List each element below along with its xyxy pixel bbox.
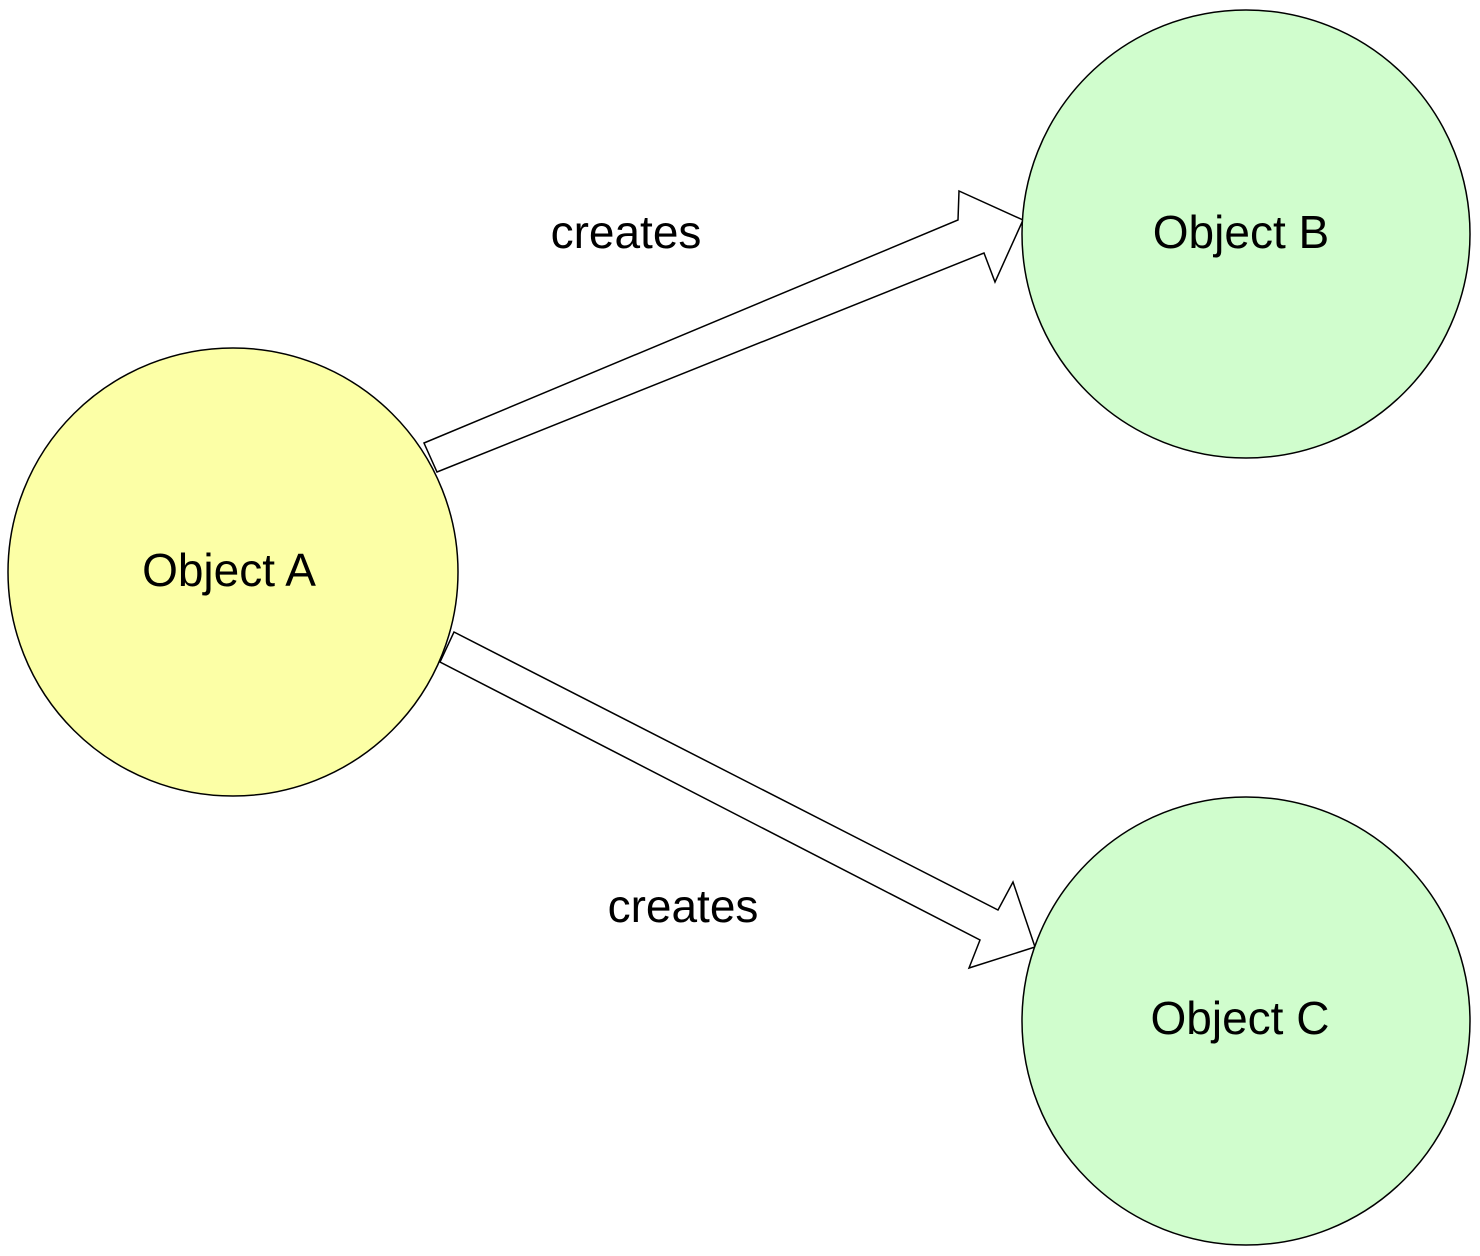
edge-label-a-to-c: creates: [608, 880, 759, 932]
node-object-b: [1021, 9, 1471, 459]
edge-label-a-to-b: creates: [551, 206, 702, 258]
node-label-object-a: Object A: [142, 544, 316, 596]
node-object-c: [1021, 796, 1471, 1246]
node-label-object-b: Object B: [1153, 206, 1329, 258]
node-object-a: [7, 347, 459, 797]
node-label-object-c: Object C: [1151, 992, 1330, 1044]
arrow-a-to-c: [439, 630, 1036, 970]
arrow-a-to-b: [423, 189, 1024, 473]
